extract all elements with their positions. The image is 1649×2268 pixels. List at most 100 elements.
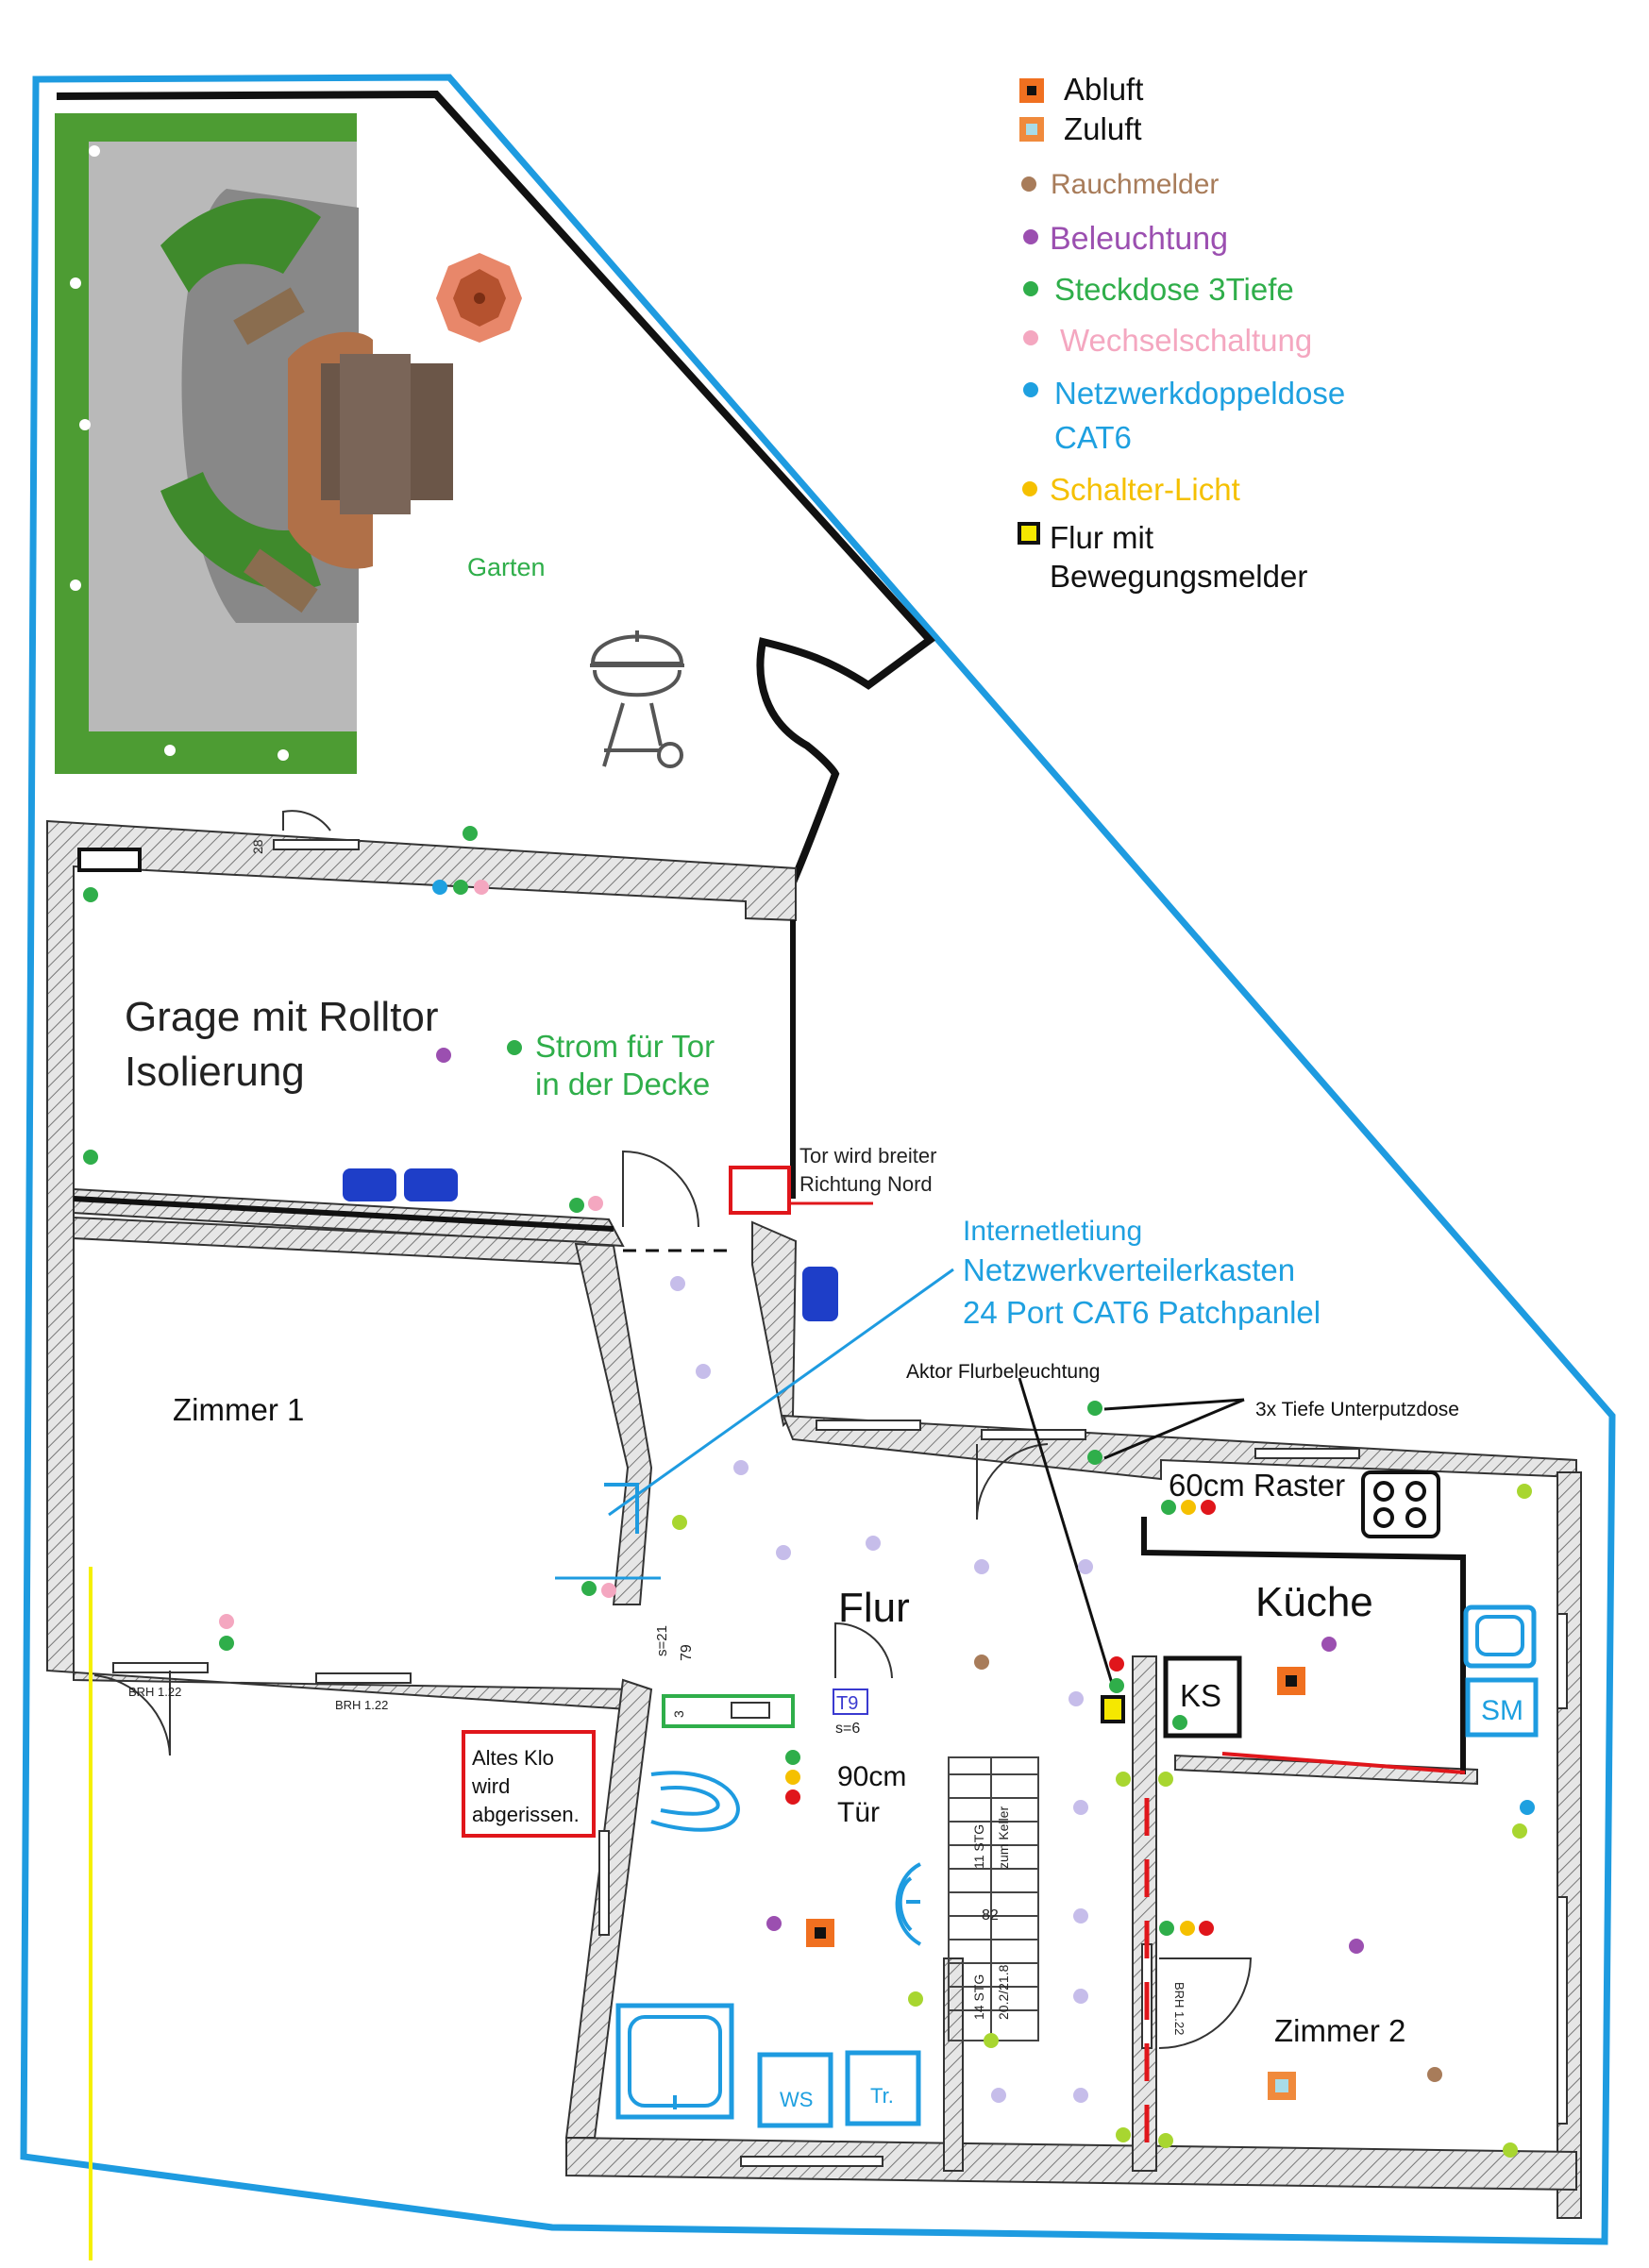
dryer-box <box>845 2050 921 2126</box>
internet-3: 24 Port CAT6 Patchpanlel <box>963 1295 1321 1330</box>
legend-steckdose-dot <box>1023 281 1038 296</box>
smoke-detector-dots <box>974 1655 1442 2082</box>
legend-schalter-dot <box>1022 481 1037 496</box>
garden-landscape <box>55 113 453 774</box>
tr-label: Tr. <box>870 2084 894 2108</box>
legend-netzwerk-2: CAT6 <box>1054 420 1132 455</box>
parking-block-1 <box>343 1168 396 1201</box>
legend-rauchmelder-dot <box>1021 176 1036 192</box>
label-flur: Flur <box>838 1585 910 1631</box>
brh2-label: BRH 1.22 <box>335 1698 388 1712</box>
label-zimmer1: Zimmer 1 <box>173 1392 304 1427</box>
parking-block-2 <box>404 1168 458 1201</box>
toggle-dots <box>219 880 616 1629</box>
internet-1: Internetletiung <box>963 1216 1142 1247</box>
sm-box <box>1465 1677 1539 1738</box>
distribution-box <box>802 1267 838 1321</box>
legend-wechsel-dot <box>1023 330 1038 345</box>
sink-bath-icon <box>895 1862 922 1946</box>
t9-box <box>833 1688 868 1715</box>
garden-fence <box>56 90 935 884</box>
toilet-icon <box>650 1771 740 1832</box>
label-garage-1: Grage mit Rolltor <box>125 994 439 1040</box>
legend-flur-box <box>1018 522 1040 545</box>
garage-outlet-box <box>77 848 142 872</box>
tiefe-leader-2 <box>1103 1398 1245 1460</box>
dim3-label: 3 <box>671 1710 686 1718</box>
property-boundary <box>20 74 1616 2245</box>
light-dots <box>436 1048 1364 1954</box>
label-garage-2: Isolierung <box>125 1049 305 1095</box>
internet-leader-1 <box>608 1268 954 1517</box>
label-garten: Garten <box>467 553 546 581</box>
label-zimmer2: Zimmer 2 <box>1274 2013 1405 2048</box>
sink-icon <box>1463 1604 1537 1669</box>
legend-abluft-icon <box>1019 78 1044 103</box>
aktor-label: Aktor Flurbeleuchtung <box>906 1361 1100 1383</box>
legend-zuluft: Zuluft <box>1064 111 1142 146</box>
ks-label: KS <box>1180 1678 1221 1713</box>
network-dots <box>432 880 1535 1815</box>
tuer-2: Tür <box>837 1797 880 1828</box>
abluft-vent-2 <box>806 1919 834 1947</box>
aktor-leader <box>1018 1377 1116 1690</box>
gate-widen-marker <box>729 1166 791 1215</box>
legend-netzwerk-dot <box>1023 382 1038 397</box>
ceiling-light-dots <box>670 1276 1093 2103</box>
legend-steckdose: Steckdose 3Tiefe <box>1054 272 1294 307</box>
dim79-label: 79 <box>679 1644 695 1661</box>
walls <box>46 819 1582 2219</box>
flur-motion-box <box>1101 1695 1125 1723</box>
klo-1: Altes Klo <box>472 1746 554 1770</box>
stg14-label: 14 STG <box>971 1974 986 2020</box>
stg11-label: 11 STG <box>971 1824 986 1869</box>
strom-dot <box>507 1040 522 1055</box>
ws-label: WS <box>780 2088 813 2111</box>
klo-3: abgerissen. <box>472 1803 580 1826</box>
dim82-label: 82 <box>982 1907 999 1924</box>
legend-flur-2: Bewegungsmelder <box>1050 559 1307 594</box>
red-line-kitchen <box>1221 1752 1466 1774</box>
grill-icon <box>590 630 684 768</box>
outlet-dots <box>83 826 1187 1936</box>
stg-dim-label: 20.2/21.8 <box>996 1964 1011 2020</box>
raster-label: 60cm Raster <box>1169 1468 1345 1503</box>
keller-label: zum Keller <box>996 1806 1011 1869</box>
abluft-vent-1 <box>1277 1667 1305 1695</box>
brh1-label: BRH 1.22 <box>128 1685 181 1699</box>
tor-1: Tor wird breiter <box>799 1144 936 1168</box>
internet-2: Netzwerkverteilerkasten <box>963 1252 1295 1287</box>
brh3-label: BRH 1.22 <box>1172 1982 1186 2035</box>
legend-beleuchtung: Beleuchtung <box>1050 221 1228 257</box>
legend-abluft: Abluft <box>1064 72 1143 107</box>
network-box-fragment <box>604 1483 639 1534</box>
umbrella-icon <box>436 253 522 343</box>
tiefe-leader-1 <box>1103 1398 1245 1411</box>
legend-schalter: Schalter-Licht <box>1050 472 1240 507</box>
washer-box <box>757 2052 833 2128</box>
doors <box>93 810 1253 2049</box>
lime-dots <box>672 1484 1532 2158</box>
dim28-label: 28 <box>250 839 265 854</box>
tuer-1: 90cm <box>837 1761 906 1792</box>
switch-dots <box>785 1500 1196 1936</box>
legend-wechselschaltung: Wechselschaltung <box>1060 323 1312 358</box>
strom-1: Strom für Tor <box>535 1029 715 1064</box>
red-dots <box>785 1500 1216 1936</box>
tor-2: Richtung Nord <box>799 1172 933 1196</box>
legend-beleuchtung-dot <box>1023 229 1038 244</box>
t9-label: T9 <box>836 1693 858 1714</box>
legend-rauchmelder: Rauchmelder <box>1051 169 1219 200</box>
stove-icon <box>1361 1470 1440 1538</box>
klo-2: wird <box>471 1774 510 1798</box>
legend-netzwerk-1: Netzwerkdoppeldose <box>1054 376 1345 411</box>
klo-note-box <box>462 1730 596 1838</box>
shower-icon <box>615 2003 734 2120</box>
sm-label: SM <box>1481 1695 1523 1726</box>
tiefe-label: 3x Tiefe Unterputzdose <box>1255 1399 1459 1420</box>
s21-label: s=21 <box>654 1625 670 1656</box>
zuluft-vent <box>1268 2072 1296 2100</box>
green-frame <box>662 1694 795 1728</box>
strom-2: in der Decke <box>535 1067 710 1101</box>
